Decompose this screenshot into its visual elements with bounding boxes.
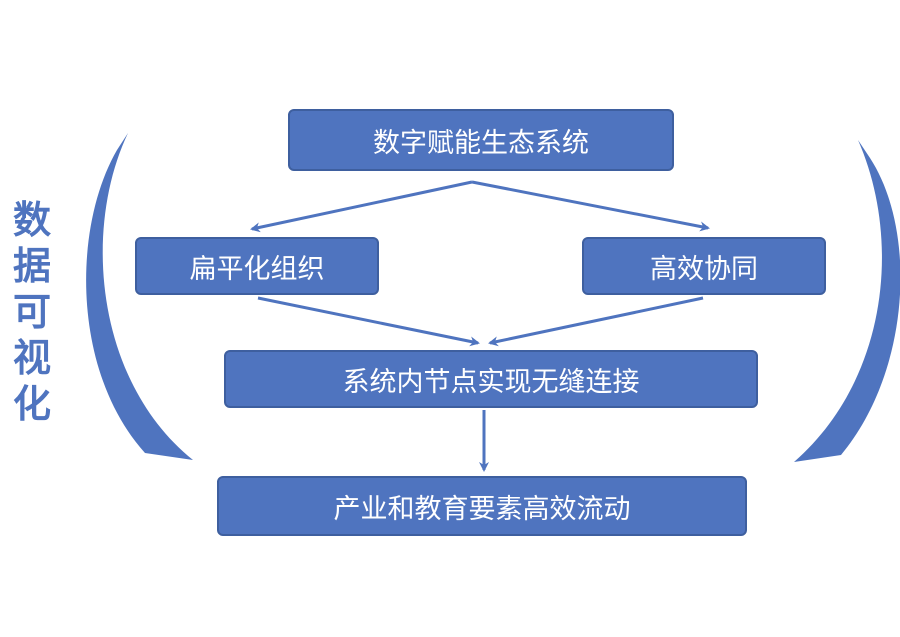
right-curved-arrow [794, 140, 900, 462]
side-label-char: 数 [12, 198, 51, 242]
left-curved-arrow [86, 133, 193, 460]
arrow-left-to-middle [257, 296, 480, 347]
side-label-char: 视 [12, 336, 51, 380]
box-element-flow: 产业和教育要素高效流动 [217, 476, 747, 536]
box-efficient-collaboration: 高效协同 [582, 237, 826, 295]
side-label-char: 据 [12, 244, 51, 288]
box-flat-organization: 扁平化组织 [135, 237, 379, 295]
side-label-char: 化 [12, 382, 51, 426]
box-seamless-connection: 系统内节点实现无缝连接 [224, 350, 758, 408]
arrow-right-to-middle [488, 296, 704, 347]
side-label-data-visualization: 数 据 可 视 化 [10, 197, 54, 427]
box-digital-ecosystem: 数字赋能生态系统 [288, 109, 674, 171]
arrow-top-to-left [250, 180, 473, 233]
arrow-top-to-right [471, 180, 710, 232]
side-label-char: 可 [12, 290, 51, 334]
